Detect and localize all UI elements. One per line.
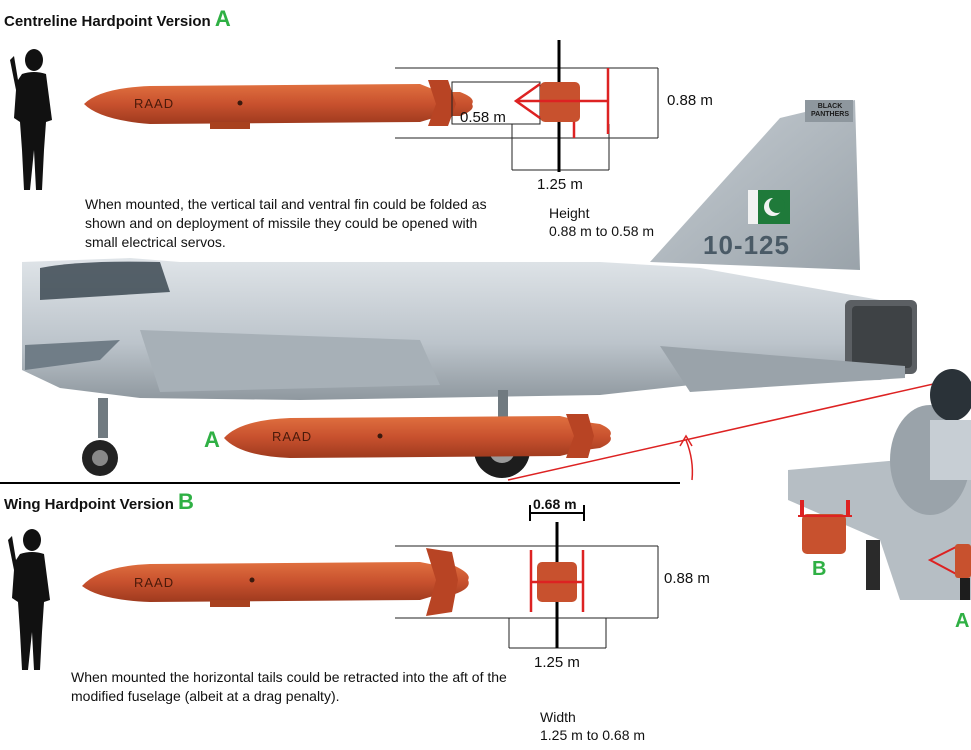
- wing-title-text: Wing Hardpoint Version: [4, 496, 174, 513]
- centreline-dim-height: 0.88 m: [667, 92, 713, 109]
- centreline-dim-folded: 0.58 m: [460, 109, 506, 126]
- centreline-height-label: Height: [549, 205, 590, 221]
- front-view-tag-centre: A: [955, 610, 970, 632]
- squadron-badge: BLACK PANTHERS: [811, 103, 849, 118]
- centreline-note: When mounted, the vertical tail and vent…: [85, 196, 487, 250]
- wing-dim-height: 0.88 m: [664, 570, 710, 587]
- missile-centreline-mounted: [224, 414, 611, 458]
- centreline-tag: A: [214, 6, 231, 31]
- wing-front-view: [395, 505, 659, 649]
- missile-marking-top: RAAD: [134, 96, 175, 111]
- centreline-title-text: Centreline Hardpoint Version: [4, 13, 211, 30]
- front-view-tag-wing: B: [812, 558, 827, 580]
- centreline-height-range: 0.88 m to 0.58 m: [549, 223, 655, 239]
- centreline-front-view: [395, 40, 659, 172]
- wing-width-label: Width: [540, 709, 576, 725]
- wing-width-range: 1.25 m to 0.68 m: [540, 727, 646, 743]
- centreline-dim-width: 1.25 m: [537, 176, 583, 193]
- wing-title: Wing Hardpoint Version B: [4, 489, 194, 515]
- wing-tag: B: [178, 489, 194, 514]
- missile-centreline-side: [84, 80, 473, 129]
- jet-fighter: [0, 100, 961, 484]
- missile-marking-wing: RAAD: [134, 575, 175, 590]
- tail-number: 10-125: [703, 230, 790, 260]
- missile-wing-side: [82, 548, 469, 616]
- wing-note: When mounted the horizontal tails could …: [71, 669, 507, 704]
- fuselage-tag: A: [204, 427, 220, 452]
- human-silhouette-top: [10, 49, 52, 190]
- centreline-title: Centreline Hardpoint Version A: [4, 6, 231, 32]
- wing-dim-width: 1.25 m: [534, 654, 580, 671]
- missile-marking-mounted: RAAD: [272, 429, 313, 444]
- human-silhouette-bottom: [8, 529, 50, 670]
- aircraft-front-view: [788, 369, 971, 600]
- wing-dim-folded: 0.68 m: [533, 496, 577, 512]
